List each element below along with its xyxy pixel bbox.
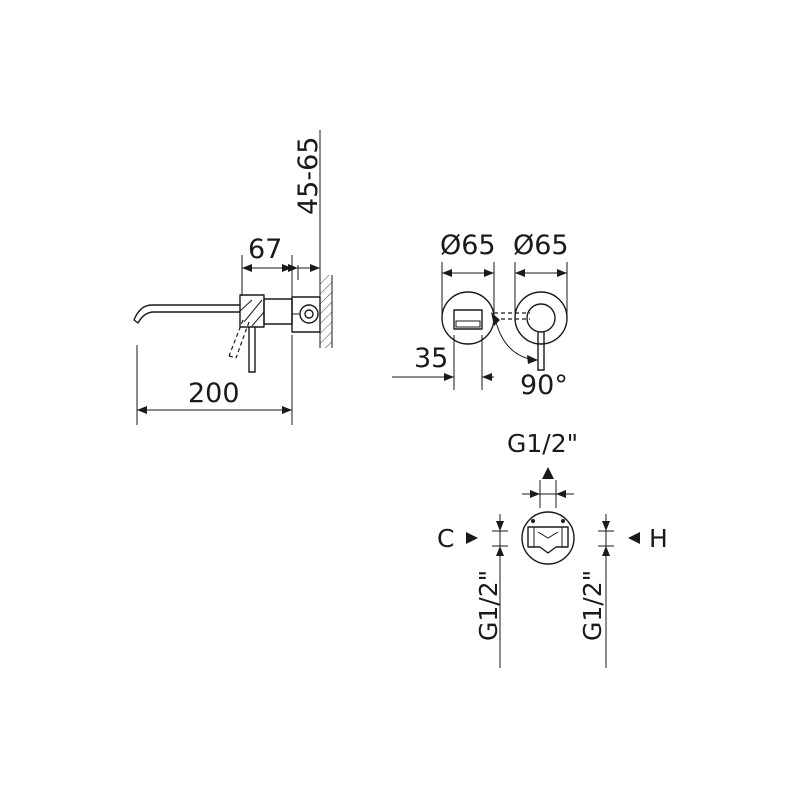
dim-right-diameter-label: Ø65 [513,230,569,261]
dimension-right-diameter: Ø65 [513,230,569,316]
dim-spout-length-label: 200 [188,378,240,409]
lever-alt-position [228,319,250,359]
front-view: Ø65 Ø65 35 90° [392,230,569,401]
label-cold: C [437,524,454,553]
label-left-thread: G1/2" [474,570,503,641]
dim-wall-depth-label: 45-65 [293,137,324,215]
label-hot: H [649,524,668,553]
dimension-offset: 35 [392,335,494,390]
hatched-wall-icon [319,275,333,348]
lever-alt-horizontal [494,312,530,320]
dimension-body-depth: 67 [241,234,293,298]
dimension-spout-length: 200 [136,335,293,425]
dimension-left-diameter: Ø65 [440,230,496,316]
valve-body [521,511,575,565]
lever-handle [248,326,256,373]
dimension-cold-offset [492,514,508,668]
label-top-thread: G1/2" [507,429,578,458]
spout [133,304,241,324]
dimension-hot-offset [598,514,614,668]
connection-arrow-up-icon [542,467,554,479]
left-rosette [441,291,495,345]
hot-arrow-icon [628,532,640,544]
concealed-body [291,296,321,333]
dimension-wall-depth: 45-65 [288,130,324,348]
label-right-thread: G1/2" [578,570,607,641]
dim-body-depth-label: 67 [248,234,282,265]
right-rosette [514,291,568,345]
connection-view: G1/2" C G1/2" [437,429,668,668]
lever-front [537,331,545,371]
mixer-body [239,294,293,328]
dim-rotation-label: 90° [520,370,568,401]
dim-offset-label: 35 [414,343,448,374]
cold-arrow-icon [466,532,478,544]
dimension-top-thread [522,480,574,508]
side-view: 45-65 67 200 [133,130,333,425]
rotation-arc-arrow-icon [491,312,538,364]
dim-left-diameter-label: Ø65 [440,230,496,261]
